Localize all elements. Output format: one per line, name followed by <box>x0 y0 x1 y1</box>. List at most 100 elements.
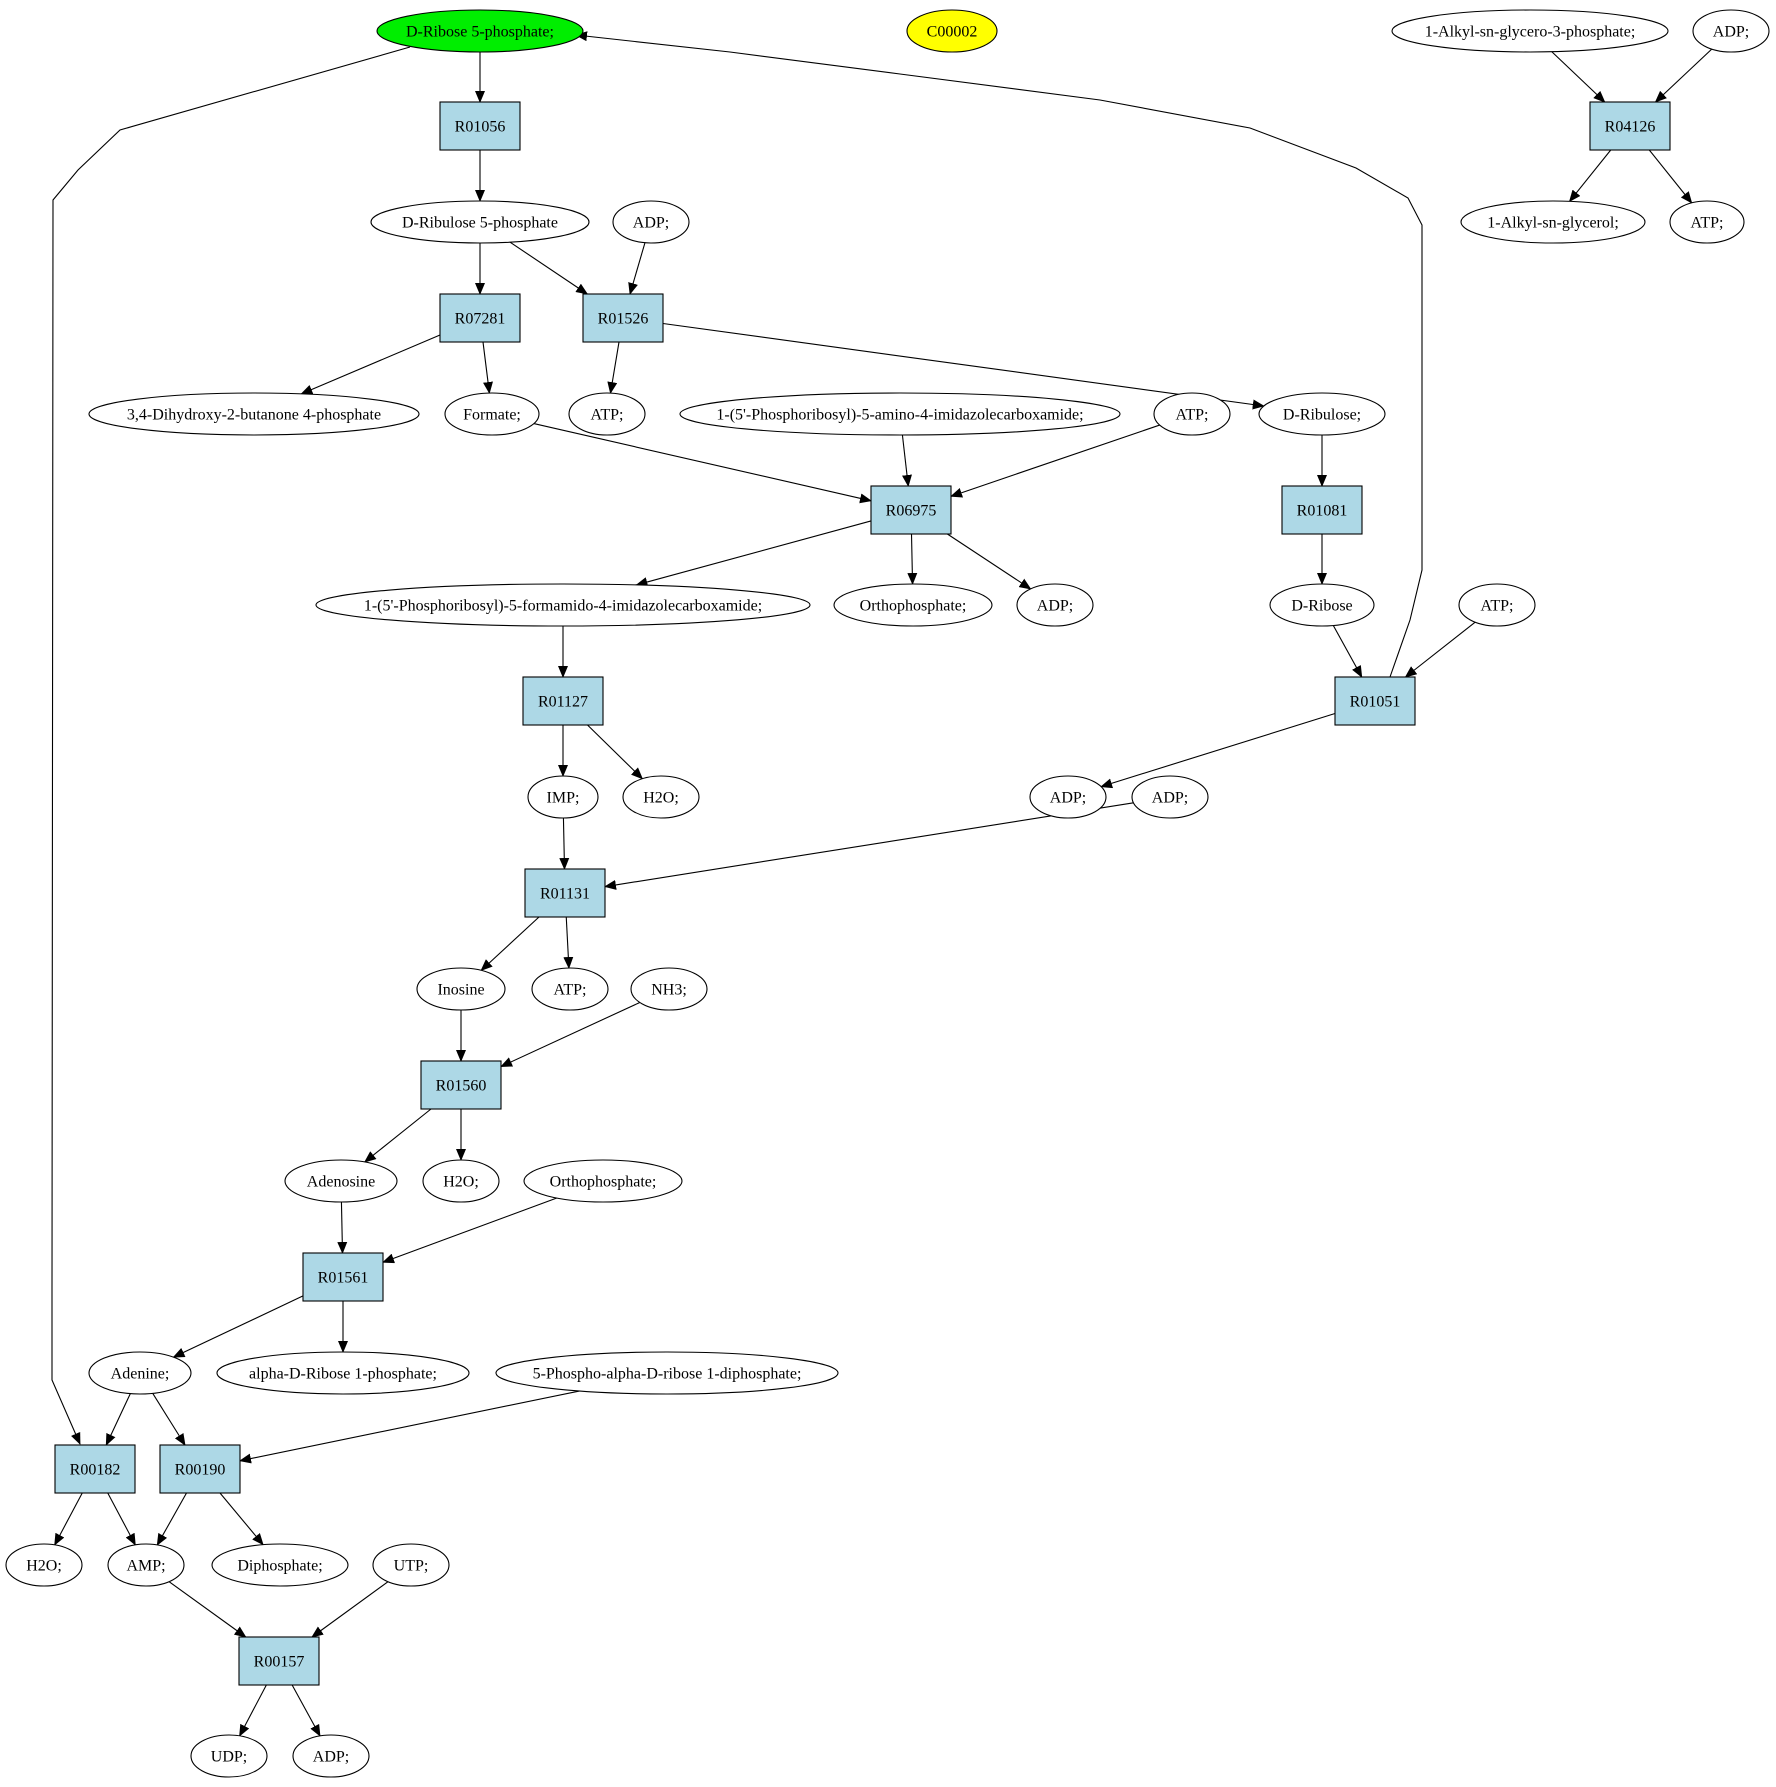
compound-ellipse <box>1131 775 1209 819</box>
compound-ellipse <box>1029 775 1107 819</box>
reaction-node-r_R07281[interactable]: R07281 <box>439 293 521 343</box>
compound-node-n_formate[interactable]: Formate; <box>444 392 540 436</box>
node-label: AMP; <box>126 1558 165 1575</box>
compound-ellipse <box>1692 9 1770 53</box>
node-label: C00002 <box>927 24 978 41</box>
node-label: Inosine <box>437 982 484 999</box>
reaction-box <box>582 293 664 343</box>
reaction-node-r_R06975[interactable]: R06975 <box>870 485 952 535</box>
node-label: ADP; <box>313 1749 349 1766</box>
compound-node-n_atp_9[interactable]: ATP; <box>531 967 609 1011</box>
node-label: UTP; <box>394 1558 429 1575</box>
compound-node-n_faicar[interactable]: 1-(5'-Phosphoribosyl)-5-formamido-4-imid… <box>315 583 811 627</box>
edge-n_adenosine-to-r_R01561 <box>337 1201 348 1254</box>
compound-node-n_imp[interactable]: IMP; <box>527 775 599 819</box>
node-label: 5-Phospho-alpha-D-ribose 1-diphosphate; <box>533 1366 802 1383</box>
compound-node-n_adp_7[interactable]: ADP; <box>1029 775 1107 819</box>
compound-node-n_adenosine[interactable]: Adenosine <box>284 1159 398 1203</box>
node-label: R04126 <box>1605 119 1656 136</box>
compound-node-n_c00002[interactable]: C00002 <box>906 9 998 53</box>
reaction-node-r_R01056[interactable]: R01056 <box>439 101 521 151</box>
reaction-node-r_R01081[interactable]: R01081 <box>1281 485 1363 535</box>
reaction-box <box>54 1444 136 1494</box>
compound-node-n_utp[interactable]: UTP; <box>372 1543 450 1587</box>
edge-n_utp-to-r_R00157 <box>311 1581 389 1638</box>
compound-node-n_dr5p[interactable]: D-Ribose 5-phosphate; <box>376 9 584 53</box>
edge-n_formate-to-r_R06975 <box>533 423 872 504</box>
node-label: Orthophosphate; <box>860 598 967 615</box>
compound-node-n_r1p[interactable]: alpha-D-Ribose 1-phosphate; <box>216 1351 470 1395</box>
reaction-node-r_R01127[interactable]: R01127 <box>522 676 604 726</box>
edge-r_R07281-to-n_dhb <box>300 334 441 395</box>
reaction-node-r_R01560[interactable]: R01560 <box>420 1060 502 1110</box>
compound-node-n_amp[interactable]: AMP; <box>107 1543 185 1587</box>
reaction-node-r_R04126[interactable]: R04126 <box>1589 101 1671 151</box>
node-label: R07281 <box>455 311 506 328</box>
compound-node-n_prpp[interactable]: 5-Phospho-alpha-D-ribose 1-diphosphate; <box>495 1351 839 1395</box>
edge-r_R04126-to-n_atp_tr <box>1648 149 1693 204</box>
edge-r_R06975-to-n_pi_1 <box>907 533 918 586</box>
compound-node-n_adp_8[interactable]: ADP; <box>1131 775 1209 819</box>
edges-layer <box>51 31 1713 1737</box>
compound-ellipse <box>523 1159 683 1203</box>
compound-node-n_inosine[interactable]: Inosine <box>416 967 506 1011</box>
edge-r_R04126-to-n_alkylg <box>1568 149 1612 203</box>
compound-node-n_atp_6[interactable]: ATP; <box>1458 583 1536 627</box>
reaction-box <box>420 1060 502 1110</box>
compound-node-n_pi_2[interactable]: Orthophosphate; <box>523 1159 683 1203</box>
compound-node-n_h2o_2[interactable]: H2O; <box>422 1159 500 1203</box>
compound-ellipse <box>422 1159 500 1203</box>
compound-node-n_udp[interactable]: UDP; <box>190 1734 268 1778</box>
edge-n_drl5p-to-r_R01526 <box>509 241 589 295</box>
reaction-node-r_R01131[interactable]: R01131 <box>524 868 606 918</box>
compound-node-n_adenine[interactable]: Adenine; <box>88 1351 192 1395</box>
compound-node-n_atp_3[interactable]: ATP; <box>568 392 646 436</box>
reaction-node-r_R00157[interactable]: R00157 <box>238 1636 320 1686</box>
compound-node-n_alkylg3p[interactable]: 1-Alkyl-sn-glycero-3-phosphate; <box>1391 9 1669 53</box>
edge-r_R01526-to-n_atp_3 <box>607 341 620 395</box>
compound-node-n_adp_tr[interactable]: ADP; <box>1692 9 1770 53</box>
compound-node-n_drl[interactable]: D-Ribulose; <box>1258 392 1386 436</box>
node-label: ATP; <box>1691 215 1724 232</box>
reaction-node-r_R01561[interactable]: R01561 <box>302 1252 384 1302</box>
edge-n_atp_4-to-r_R06975 <box>950 424 1160 498</box>
compound-node-n_ppi[interactable]: Diphosphate; <box>211 1543 349 1587</box>
compound-node-n_h2o_3[interactable]: H2O; <box>5 1543 83 1587</box>
edge-n_aicar-to-r_R06975 <box>901 434 912 487</box>
node-label: ATP; <box>554 982 587 999</box>
node-label: Adenine; <box>111 1366 170 1383</box>
reaction-box <box>302 1252 384 1302</box>
compound-ellipse <box>622 775 700 819</box>
node-label: 1-Alkyl-sn-glycero-3-phosphate; <box>1425 24 1636 41</box>
compound-node-n_adp_10[interactable]: ADP; <box>292 1734 370 1778</box>
edge-n_amp-to-r_R00157 <box>168 1581 247 1638</box>
compound-ellipse <box>1269 583 1375 627</box>
compound-node-n_alkylg[interactable]: 1-Alkyl-sn-glycerol; <box>1460 200 1646 244</box>
compound-ellipse <box>88 392 420 436</box>
reaction-node-r_R00190[interactable]: R00190 <box>159 1444 241 1494</box>
edge-r_R00157-to-n_adp_10 <box>291 1684 321 1737</box>
compound-node-n_atp_tr[interactable]: ATP; <box>1669 200 1745 244</box>
reaction-box <box>524 868 606 918</box>
compound-ellipse <box>444 392 540 436</box>
reaction-box <box>1589 101 1671 151</box>
node-label: Orthophosphate; <box>550 1174 657 1191</box>
compound-node-n_nh3[interactable]: NH3; <box>630 967 708 1011</box>
compound-node-n_adp_2[interactable]: ADP; <box>612 200 690 244</box>
compound-node-n_atp_4[interactable]: ATP; <box>1153 392 1231 436</box>
compound-ellipse <box>190 1734 268 1778</box>
compound-node-n_h2o_1[interactable]: H2O; <box>622 775 700 819</box>
compound-node-n_adp_5[interactable]: ADP; <box>1016 583 1094 627</box>
node-label: H2O; <box>26 1558 62 1575</box>
reaction-node-r_R00182[interactable]: R00182 <box>54 1444 136 1494</box>
reaction-node-r_R01051[interactable]: R01051 <box>1334 676 1416 726</box>
reaction-node-r_R01526[interactable]: R01526 <box>582 293 664 343</box>
compound-ellipse <box>833 583 993 627</box>
compound-node-n_drl5p[interactable]: D-Ribulose 5-phosphate <box>370 200 590 244</box>
node-label: alpha-D-Ribose 1-phosphate; <box>249 1366 437 1383</box>
compound-node-n_aicar[interactable]: 1-(5'-Phosphoribosyl)-5-amino-4-imidazol… <box>679 392 1121 436</box>
compound-node-n_dhb[interactable]: 3,4-Dihydroxy-2-butanone 4-phosphate <box>88 392 420 436</box>
node-label: R01131 <box>540 886 590 903</box>
compound-node-n_pi_1[interactable]: Orthophosphate; <box>833 583 993 627</box>
compound-node-n_dribose[interactable]: D-Ribose <box>1269 583 1375 627</box>
